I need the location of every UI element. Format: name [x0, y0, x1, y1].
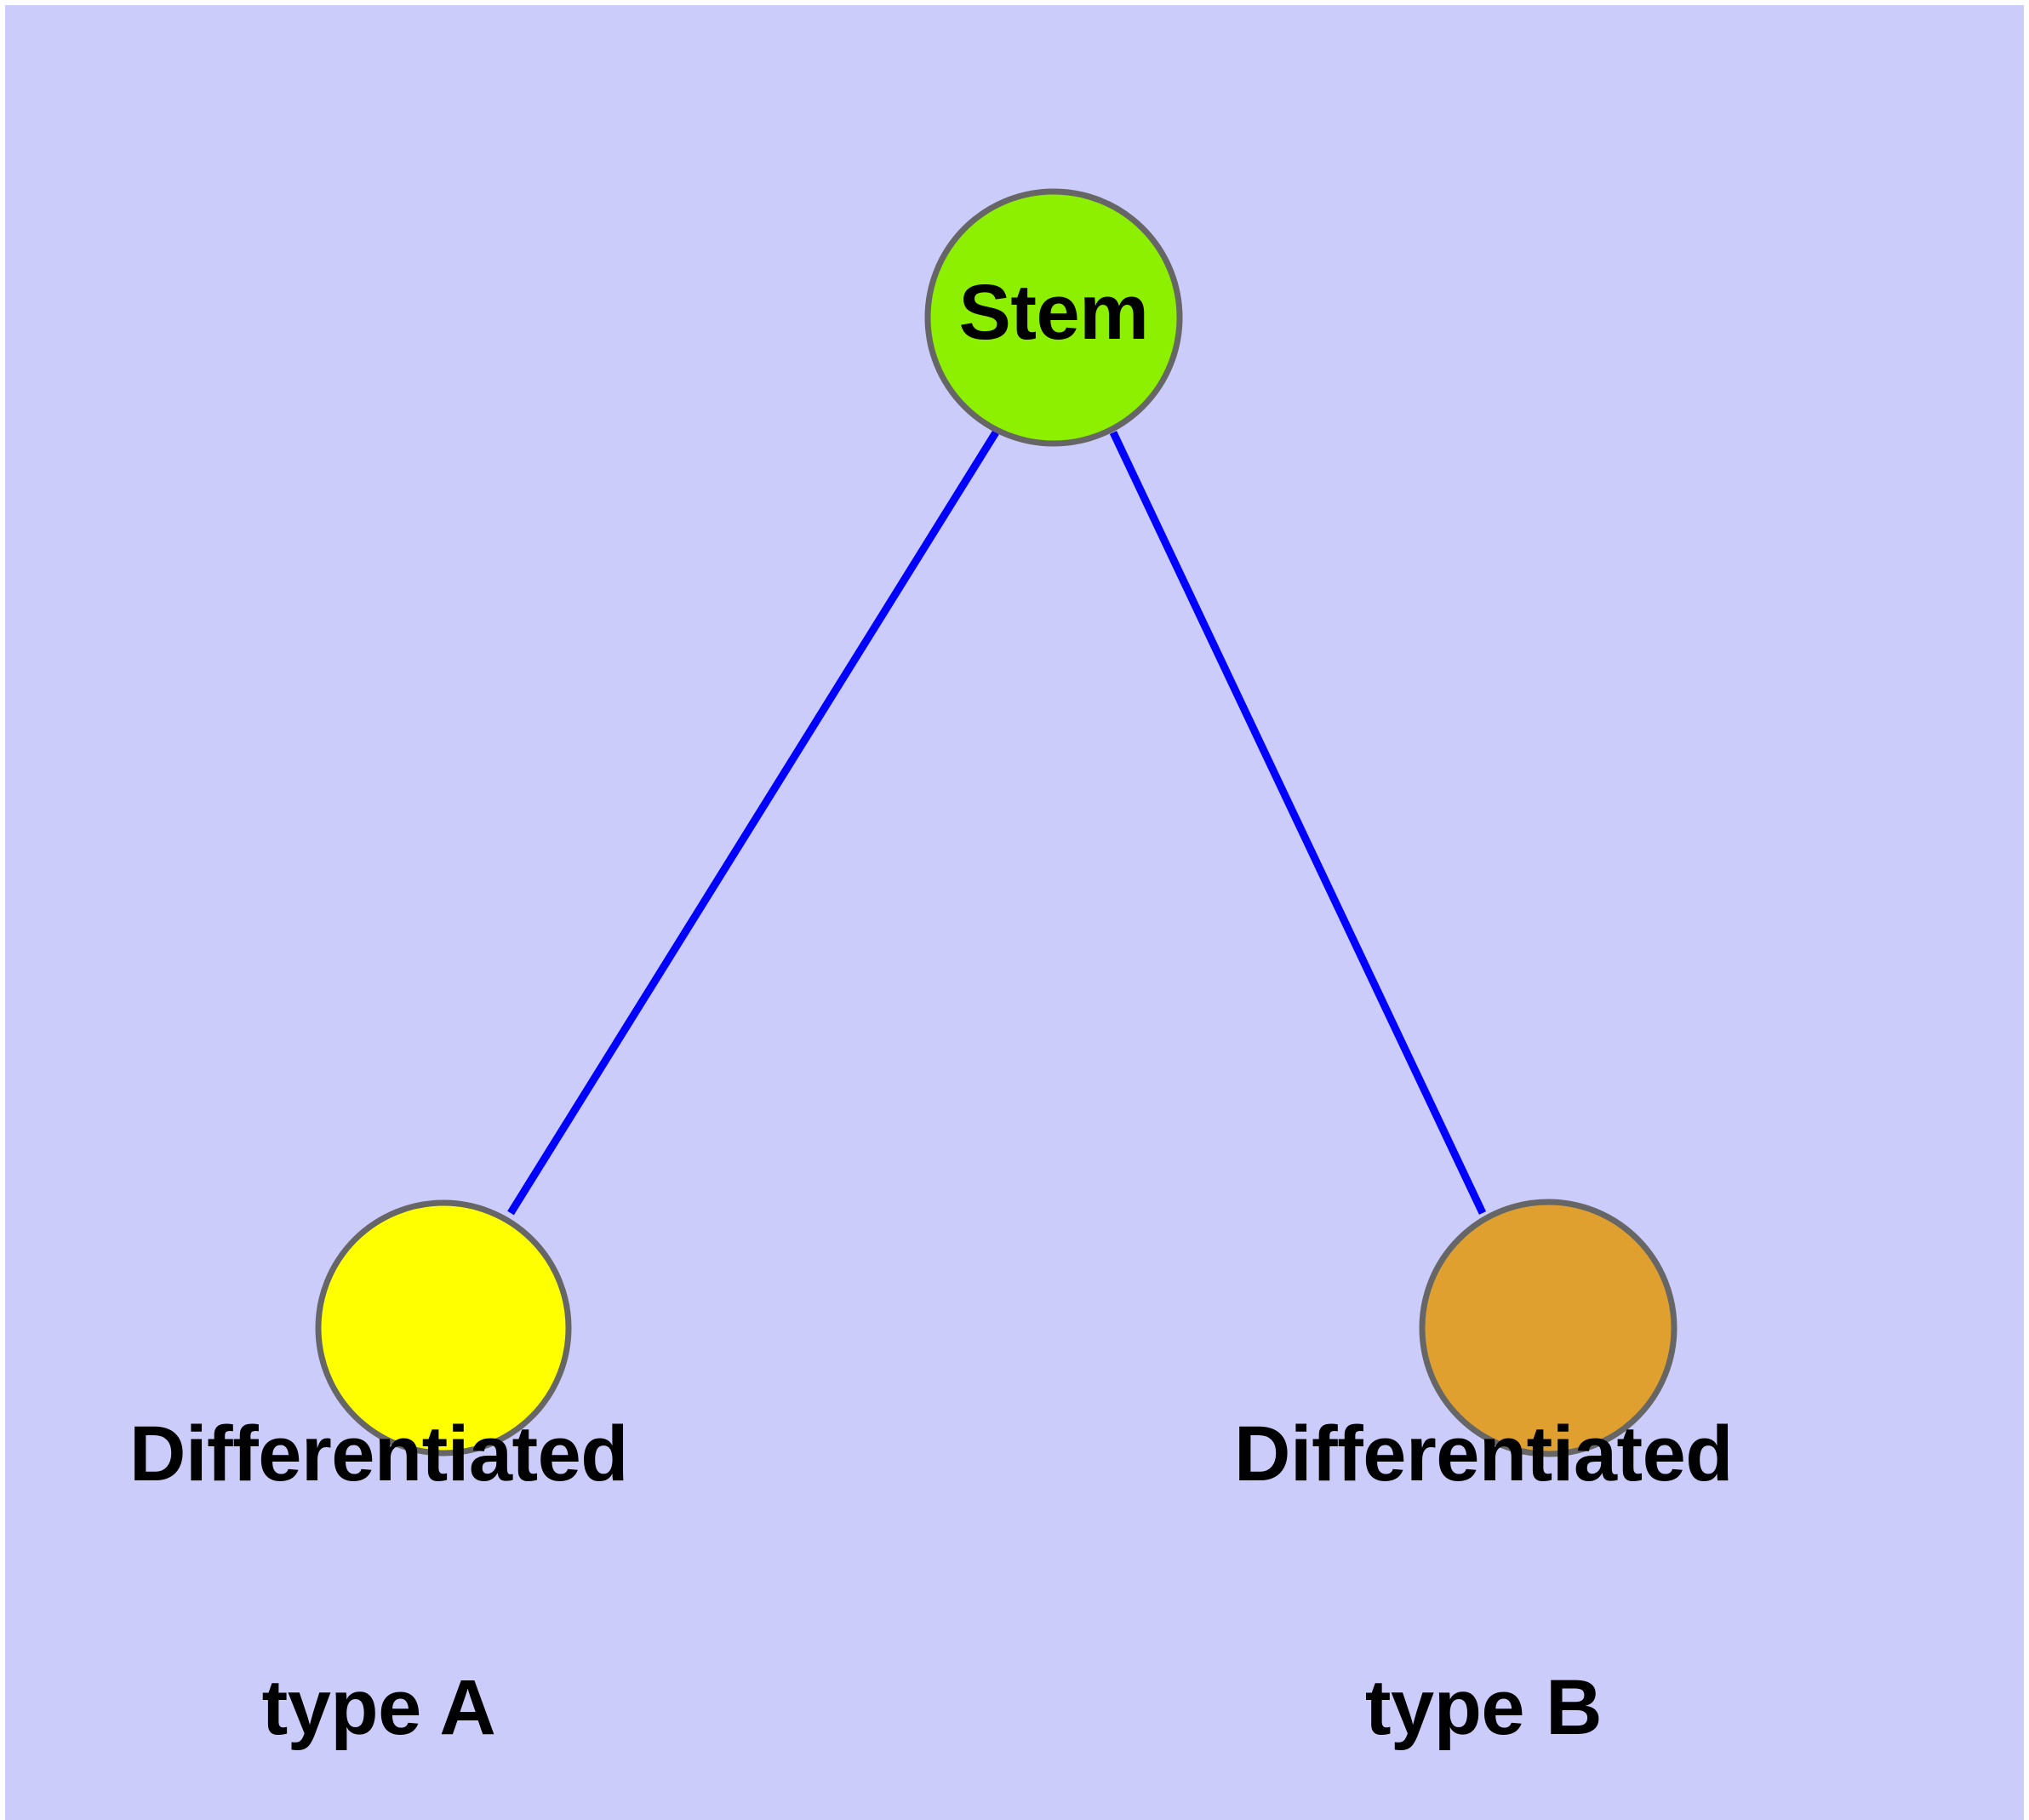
node-differentiated-type-b[interactable] [1419, 1199, 1677, 1457]
node-differentiated-type-a[interactable] [315, 1199, 572, 1457]
node-layer [315, 188, 1677, 1457]
edge-stem-to-type-b [1109, 431, 1487, 1215]
edge-layer [507, 430, 1487, 1216]
node-stem[interactable] [924, 188, 1183, 447]
edge-stem-to-type-a [507, 430, 999, 1216]
